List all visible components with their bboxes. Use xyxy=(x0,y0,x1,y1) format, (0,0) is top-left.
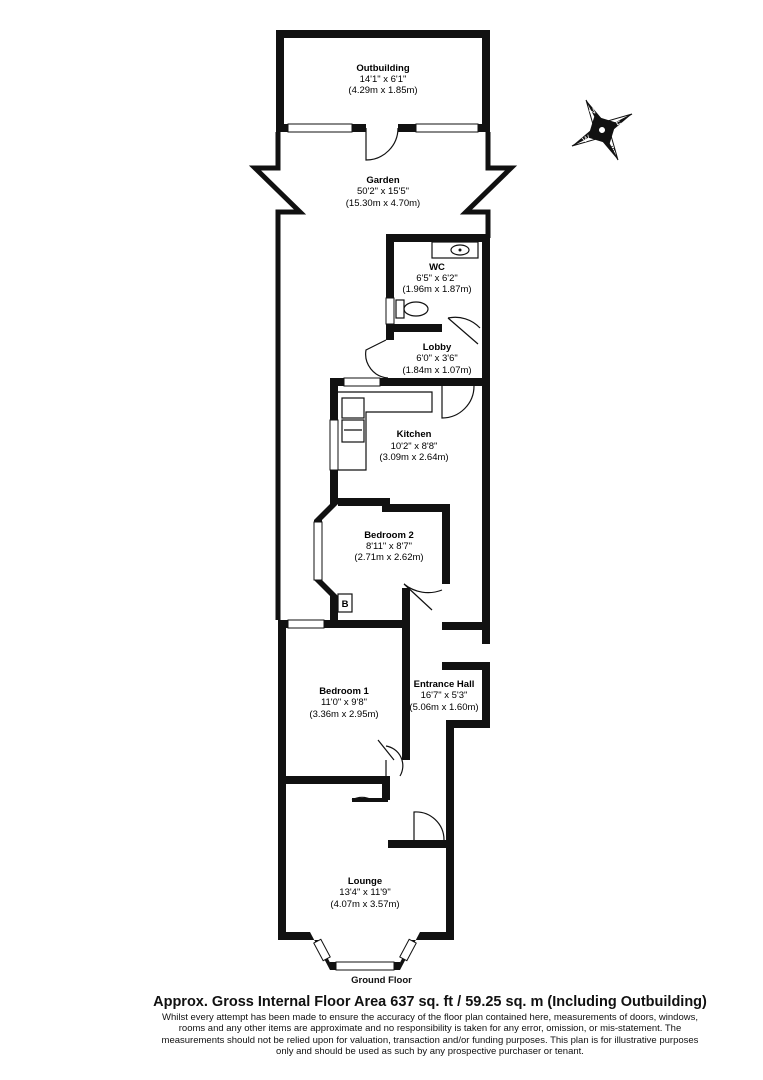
room-name: Lounge xyxy=(348,876,382,887)
gross-area-text: Approx. Gross Internal Floor Area 637 sq… xyxy=(153,994,707,1010)
bedroom2-bay-window xyxy=(313,521,323,581)
lobby-door xyxy=(365,339,389,379)
outbuilding-walls xyxy=(276,30,490,161)
floor-label: Ground Floor xyxy=(351,975,412,986)
room-name: Entrance Hall xyxy=(414,679,475,690)
compass-n: N xyxy=(588,106,598,117)
room-metric: (4.07m x 3.57m) xyxy=(330,899,399,910)
room-metric: (2.71m x 2.62m) xyxy=(354,552,423,563)
boiler-label: B xyxy=(342,599,349,610)
lobby-walls xyxy=(365,332,482,419)
outbuilding-window-right xyxy=(415,123,479,133)
room-name: Garden xyxy=(366,175,399,186)
room-imperial: 14'1" x 6'1" xyxy=(360,74,407,85)
kitchen-door xyxy=(441,385,475,419)
room-imperial: 6'0" x 3'6" xyxy=(416,353,458,364)
room-metric: (1.84m x 1.07m) xyxy=(402,365,471,376)
room-name: Kitchen xyxy=(397,429,432,440)
room-metric: (4.29m x 1.85m) xyxy=(348,85,417,96)
kitchen-window-top xyxy=(343,377,381,387)
entrance-hall-walls xyxy=(377,588,490,940)
wc-toilet-cistern xyxy=(395,299,405,319)
bedroom2-walls xyxy=(278,504,450,629)
room-metric: (15.30m x 4.70m) xyxy=(346,198,420,209)
wc-window xyxy=(385,297,395,325)
room-bedroom1-label: Bedroom 1 11'0" x 9'8" (3.36m x 2.95m) xyxy=(309,686,378,720)
garden-outline xyxy=(248,132,518,620)
bedroom1-door xyxy=(377,739,404,780)
compass-e: E xyxy=(614,117,623,127)
bedroom1-window xyxy=(287,619,325,629)
floor-plan: N E S W Outbuilding 14'1" x 6'1" (4.29m … xyxy=(248,30,633,971)
disclaimer: Whilst every attempt has been made to en… xyxy=(150,1012,710,1057)
disclaimer-line: only and should be used as such by any p… xyxy=(276,1045,584,1057)
wc-door xyxy=(447,316,481,345)
wc-toilet-bowl xyxy=(403,301,429,317)
front-door xyxy=(413,811,445,841)
room-name: Bedroom 2 xyxy=(364,530,414,541)
room-imperial: 13'4" x 11'9" xyxy=(339,887,390,898)
room-imperial: 16'7" x 5'3" xyxy=(421,690,468,701)
room-lounge-label: Lounge 13'4" x 11'9" (4.07m x 3.57m) xyxy=(330,876,399,910)
outbuilding-window-left xyxy=(287,123,353,133)
room-name: Lobby xyxy=(423,342,452,353)
disclaimer-line: rooms and any other items are approximat… xyxy=(178,1023,682,1035)
bedroom1-lounge-walls xyxy=(278,620,454,940)
room-imperial: 11'0" x 9'8" xyxy=(321,697,367,708)
room-imperial: 50'2" x 15'5" xyxy=(357,186,409,197)
room-metric: (3.36m x 2.95m) xyxy=(309,709,378,720)
room-metric: (5.06m x 1.60m) xyxy=(409,702,478,713)
room-name: Outbuilding xyxy=(356,63,409,74)
disclaimer-line: Whilst every attempt has been made to en… xyxy=(162,1012,698,1023)
room-kitchen-label: Kitchen 10'2" x 8'8" (3.09m x 2.64m) xyxy=(379,429,448,463)
wc-basin xyxy=(431,241,479,259)
compass-s: S xyxy=(608,144,617,154)
room-name: WC xyxy=(429,262,445,273)
room-bedroom2-label: Bedroom 2 8'11" x 8'7" (2.71m x 2.62m) xyxy=(354,530,423,563)
wc-walls xyxy=(385,234,490,644)
lounge-bay xyxy=(278,932,454,971)
room-garden-label: Garden 50'2" x 15'5" (15.30m x 4.70m) xyxy=(346,175,420,209)
room-metric: (1.96m x 1.87m) xyxy=(402,284,471,295)
kitchen-window-side xyxy=(329,419,339,471)
kitchen-walls xyxy=(329,377,433,506)
room-imperial: 6'5" x 6'2" xyxy=(416,273,458,284)
kitchen-sink xyxy=(341,397,365,419)
kitchen-worktop xyxy=(338,391,433,471)
room-name: Bedroom 1 xyxy=(319,686,369,697)
room-wc-label: WC 6'5" x 6'2" (1.96m x 1.87m) xyxy=(402,262,471,295)
room-imperial: 10'2" x 8'8" xyxy=(391,441,438,452)
lounge-bay-window xyxy=(335,961,395,971)
room-entrance-hall-label: Entrance Hall 16'7" x 5'3" (5.06m x 1.60… xyxy=(409,679,478,713)
compass-w: W xyxy=(581,133,592,145)
room-imperial: 8'11" x 8'7" xyxy=(366,541,412,552)
disclaimer-line: measurements should not be relied upon f… xyxy=(161,1034,699,1046)
room-metric: (3.09m x 2.64m) xyxy=(379,452,448,463)
room-outbuilding-label: Outbuilding 14'1" x 6'1" (4.29m x 1.85m) xyxy=(348,63,417,96)
compass-icon: N E S W xyxy=(571,99,633,161)
room-lobby-label: Lobby 6'0" x 3'6" (1.84m x 1.07m) xyxy=(402,342,471,376)
outbuilding-door xyxy=(365,127,399,161)
boiler-box xyxy=(337,593,353,613)
